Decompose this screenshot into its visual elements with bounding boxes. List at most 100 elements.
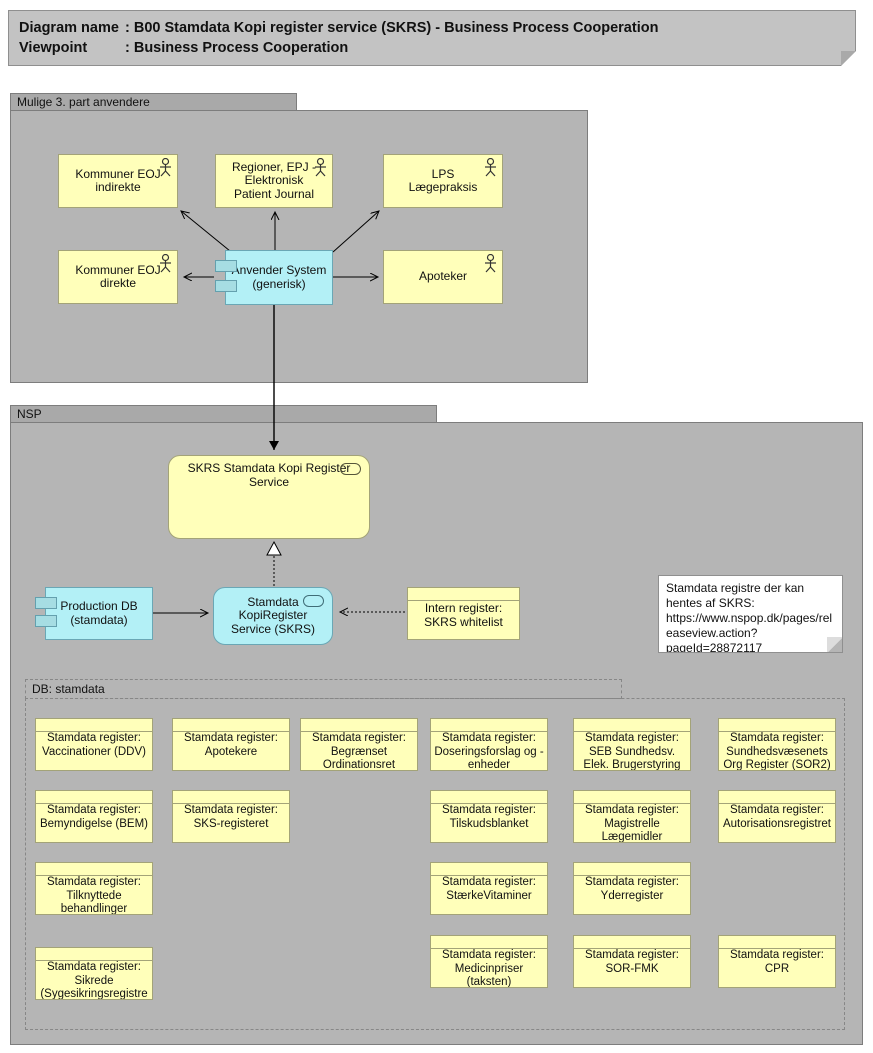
- actor-icon: [485, 158, 496, 177]
- register-label: Stamdata register: Magistrelle Lægemidle…: [585, 804, 679, 843]
- register-box[interactable]: Stamdata register: Doseringsforslag og -…: [430, 718, 548, 771]
- register-box[interactable]: Stamdata register: Tilskudsblanket: [430, 790, 548, 843]
- actor-label: LPS Lægepraksis: [408, 166, 478, 194]
- object-header-band: [36, 791, 152, 804]
- viewpoint-label: Viewpoint: [19, 40, 88, 56]
- group-nsp-label: NSP: [17, 407, 42, 421]
- object-header-band: [574, 863, 690, 876]
- object-header-band: [719, 791, 835, 804]
- register-box[interactable]: Stamdata register: Sundhedsvæsenets Org …: [718, 718, 836, 771]
- component-icon: [35, 615, 57, 627]
- register-box[interactable]: Stamdata register: Magistrelle Lægemidle…: [573, 790, 691, 843]
- component-box-production-db[interactable]: Production DB (stamdata): [35, 587, 153, 640]
- register-label: Stamdata register: SOR-FMK: [585, 949, 679, 975]
- object-header-band: [36, 863, 152, 876]
- note-folded-corner-icon: [827, 637, 842, 652]
- register-box[interactable]: Stamdata register: SEB Sundhedsv. Elek. …: [573, 718, 691, 771]
- note-stamdata-registre[interactable]: Stamdata registre der kan hentes af SKRS…: [658, 575, 843, 653]
- register-label: Stamdata register: Medicinpriser (takste…: [442, 949, 536, 988]
- actor-icon: [315, 158, 326, 177]
- register-label: Stamdata register: Autorisationsregistre…: [722, 804, 832, 830]
- group-nsp-tab[interactable]: NSP: [10, 405, 437, 423]
- service-icon: [340, 463, 361, 475]
- register-label: Stamdata register: Bemyndigelse (BEM): [39, 804, 148, 830]
- register-box[interactable]: Stamdata register: SKS-registeret: [172, 790, 290, 843]
- register-box[interactable]: Stamdata register: Apotekere: [172, 718, 290, 771]
- group-db-stamdata-tab[interactable]: DB: stamdata: [25, 679, 622, 699]
- actor-box-kommuner-eoj-direkte[interactable]: Kommuner EOJ direkte: [58, 250, 178, 304]
- object-header-band: [431, 936, 547, 949]
- actor-label: Apoteker: [418, 269, 468, 284]
- object-header-band: [173, 791, 289, 804]
- object-header-band: [431, 791, 547, 804]
- service-box-stamdata-kopiregister[interactable]: Stamdata KopiRegister Service (SKRS): [213, 587, 333, 645]
- register-label: Stamdata register: Sundhedsvæsenets Org …: [723, 732, 831, 771]
- register-label: Stamdata register: Vaccinationer (DDV): [42, 732, 146, 758]
- object-header-band: [574, 719, 690, 732]
- actor-icon: [485, 254, 496, 273]
- viewpoint-value: : Business Process Cooperation: [125, 40, 349, 56]
- register-label: Stamdata register: Begrænset Ordinations…: [312, 732, 406, 771]
- actor-box-lps-laegepraksis[interactable]: LPS Lægepraksis: [383, 154, 503, 208]
- register-label: Stamdata register: Doseringsforslag og -…: [434, 732, 544, 771]
- register-box[interactable]: Stamdata register: Autorisationsregistre…: [718, 790, 836, 843]
- component-label: Anvender System (generisk): [231, 263, 327, 291]
- object-box-intern-register-whitelist[interactable]: Intern register: SKRS whitelist: [407, 587, 520, 640]
- title-folded-corner-icon: [841, 51, 856, 66]
- actor-label: Kommuner EOJ indirekte: [75, 166, 161, 194]
- register-label: Stamdata register: StærkeVitaminer: [442, 876, 536, 902]
- register-box[interactable]: Stamdata register: Vaccinationer (DDV): [35, 718, 153, 771]
- object-header-band: [719, 936, 835, 949]
- component-icon: [215, 280, 237, 292]
- register-box[interactable]: Stamdata register: Bemyndigelse (BEM): [35, 790, 153, 843]
- register-label: Stamdata register: Tilskudsblanket: [442, 804, 536, 830]
- object-header-band: [719, 719, 835, 732]
- object-header-band: [574, 791, 690, 804]
- register-box[interactable]: Stamdata register: Medicinpriser (takste…: [430, 935, 548, 988]
- object-header-band: [431, 863, 547, 876]
- object-header-band: [301, 719, 417, 732]
- register-label: Stamdata register: SKS-registeret: [184, 804, 278, 830]
- register-box[interactable]: Stamdata register: Begrænset Ordinations…: [300, 718, 418, 771]
- note-text: Stamdata registre der kan hentes af SKRS…: [666, 581, 833, 653]
- register-box[interactable]: Stamdata register: Yderregister: [573, 862, 691, 915]
- object-header-band: [36, 719, 152, 732]
- actor-box-apoteker[interactable]: Apoteker: [383, 250, 503, 304]
- group-db-stamdata-label: DB: stamdata: [32, 682, 105, 696]
- object-header-band: [36, 948, 152, 961]
- object-header-band: [408, 588, 519, 601]
- object-header-band: [574, 936, 690, 949]
- service-box-skrs-stamdata-kopi-register[interactable]: SKRS Stamdata Kopi Register Service: [168, 455, 370, 539]
- group-third-party-tab[interactable]: Mulige 3. part anvendere: [10, 93, 297, 111]
- register-label: Stamdata register: SEB Sundhedsv. Elek. …: [583, 732, 681, 771]
- group-third-party-label: Mulige 3. part anvendere: [17, 95, 150, 109]
- actor-label: Regioner, EPJ - Elektronisk Patient Jour…: [231, 159, 317, 201]
- register-box[interactable]: Stamdata register: Tilknyttede behandlin…: [35, 862, 153, 915]
- register-box[interactable]: Stamdata register: SOR-FMK: [573, 935, 691, 988]
- register-box[interactable]: Stamdata register: CPR: [718, 935, 836, 988]
- register-label: Stamdata register: Tilknyttede behandlin…: [47, 876, 141, 915]
- object-header-band: [431, 719, 547, 732]
- object-header-band: [173, 719, 289, 732]
- group-third-party-body[interactable]: [10, 110, 588, 383]
- register-label: Stamdata register: Sikrede (Sygesikrings…: [40, 961, 148, 1000]
- diagram-title-note: Diagram name : B00 Stamdata Kopi registe…: [8, 10, 856, 66]
- register-label: Stamdata register: Apotekere: [184, 732, 278, 758]
- register-box[interactable]: Stamdata register: StærkeVitaminer: [430, 862, 548, 915]
- object-label: Intern register: SKRS whitelist: [424, 601, 503, 629]
- component-icon: [35, 597, 57, 609]
- actor-box-kommuner-eoj-indirekte[interactable]: Kommuner EOJ indirekte: [58, 154, 178, 208]
- component-icon: [215, 260, 237, 272]
- actor-icon: [160, 254, 171, 273]
- actor-icon: [160, 158, 171, 177]
- service-label: Stamdata KopiRegister Service (SKRS): [230, 594, 316, 636]
- register-box[interactable]: Stamdata register: Sikrede (Sygesikrings…: [35, 947, 153, 1000]
- register-label: Stamdata register: Yderregister: [585, 876, 679, 902]
- service-label: SKRS Stamdata Kopi Register Service: [187, 461, 351, 489]
- register-label: Stamdata register: CPR: [730, 949, 824, 975]
- actor-box-regioner-epj[interactable]: Regioner, EPJ - Elektronisk Patient Jour…: [215, 154, 333, 208]
- diagram-name-value: : B00 Stamdata Kopi register service (SK…: [125, 20, 659, 36]
- service-icon: [303, 595, 324, 607]
- component-box-anvender-system[interactable]: Anvender System (generisk): [215, 250, 333, 305]
